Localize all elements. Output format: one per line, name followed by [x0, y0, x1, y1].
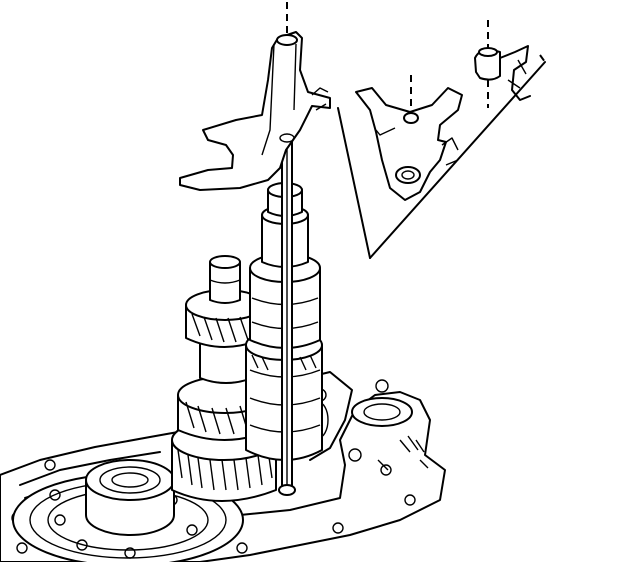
shift-fork-left	[179, 31, 331, 191]
shift-bracket-right	[474, 20, 546, 108]
guide-line	[337, 107, 371, 259]
shift-fork-middle	[355, 75, 463, 201]
